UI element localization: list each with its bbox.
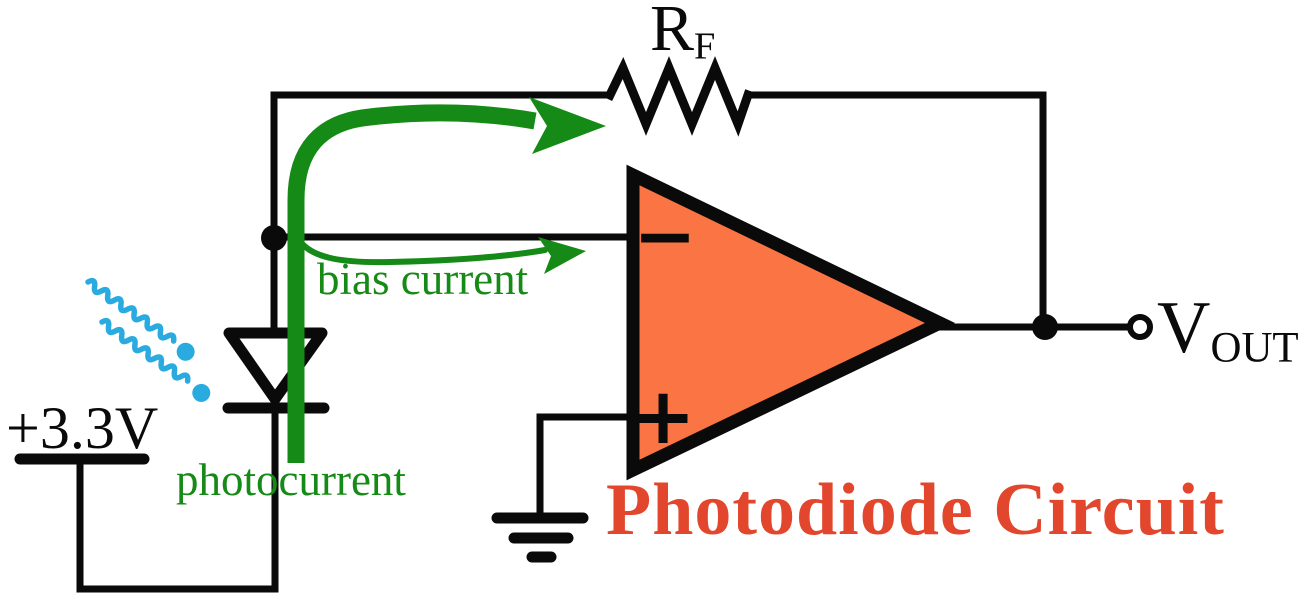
ground-symbol (491, 512, 589, 563)
rf-label-main: R (650, 0, 695, 65)
feedback-resistor-label: RF (650, 0, 715, 66)
photocurrent-arrowhead (529, 97, 606, 154)
photocurrent-arrow-shaft (287, 104, 537, 463)
op-amp-minus-sign: − (633, 191, 697, 280)
photocurrent-arrow (287, 97, 606, 463)
rf-label-sub: F (694, 25, 716, 68)
bias-current-arrow-shaft (296, 237, 548, 266)
photocurrent-label: photocurrent (176, 455, 406, 505)
bias-current-arrow (296, 237, 586, 274)
input-junction-dot (261, 225, 287, 251)
bias-current-label: bias current (317, 254, 529, 304)
photon-rays (85, 277, 211, 402)
vout-label-sub: OUT (1210, 324, 1299, 372)
feedback-resistor (603, 56, 754, 137)
photon-wave-icon (85, 277, 177, 344)
vout-label-main: V (1157, 287, 1211, 369)
diagram-title: Photodiode Circuit (606, 469, 1225, 551)
photon-ray-2 (99, 317, 211, 402)
output-terminal-circle (1127, 314, 1153, 340)
photodiode (222, 327, 330, 414)
photon-dot-icon (176, 342, 195, 361)
output-junction-dot (1032, 314, 1058, 340)
op-amp-triangle (626, 164, 956, 481)
op-amp-plus-sign: + (630, 372, 695, 462)
supply-voltage-label: +3.3V (6, 395, 159, 461)
photon-dot-icon (192, 383, 211, 402)
photon-wave-icon (99, 317, 191, 384)
op-amp: − + (626, 164, 956, 481)
output-voltage-label: VOUT (1157, 291, 1299, 370)
bias-current-arrowhead (538, 237, 586, 274)
photodiode-triangle (223, 327, 328, 405)
photon-ray-1 (85, 277, 195, 361)
